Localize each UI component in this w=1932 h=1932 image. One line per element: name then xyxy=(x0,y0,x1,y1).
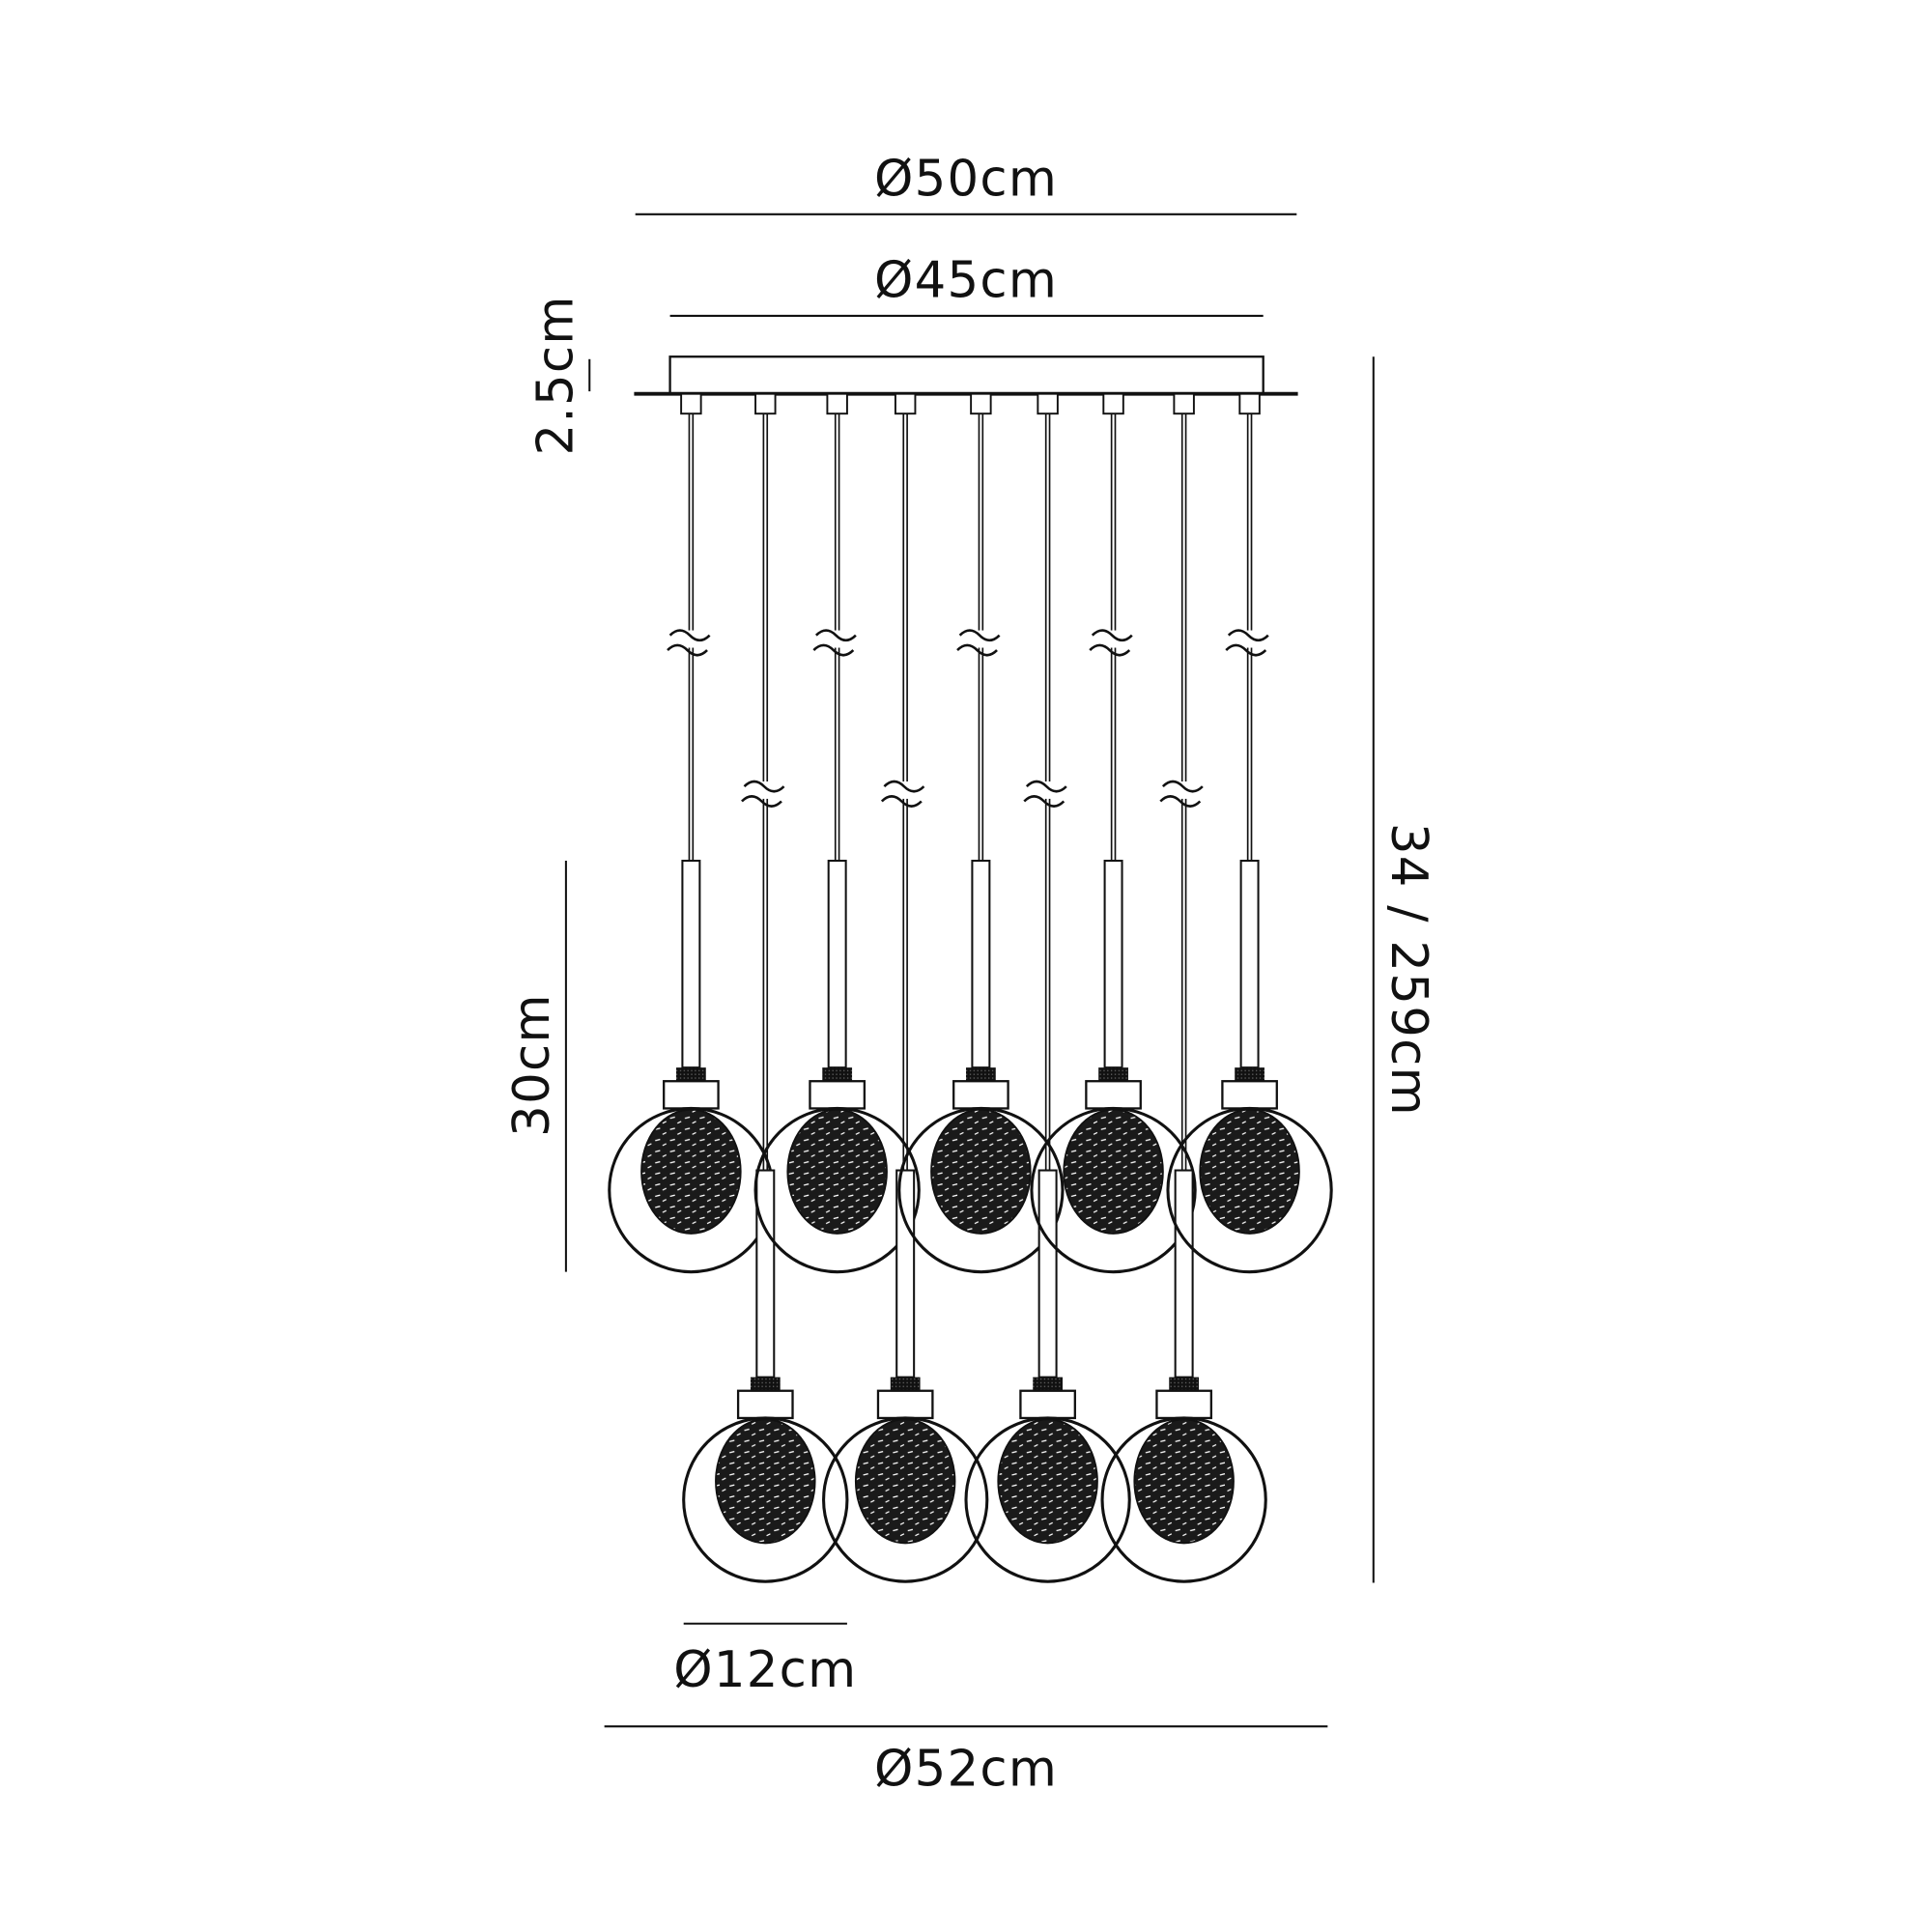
break-mark-icon xyxy=(812,629,857,657)
globe-cap xyxy=(1019,1389,1076,1420)
break-mark-icon xyxy=(741,780,785,808)
glass-globe xyxy=(682,1416,849,1583)
break-gap xyxy=(1230,630,1270,648)
break-mark-icon xyxy=(1089,629,1133,657)
break-gap xyxy=(960,630,1001,648)
dim-pendant-drop: 30cm xyxy=(503,861,567,1272)
pendant xyxy=(753,392,921,1274)
break-mark-icon xyxy=(1225,629,1269,657)
knurled-ring xyxy=(750,1377,781,1391)
break-mark-icon xyxy=(956,629,1001,657)
textured-inner-shade xyxy=(997,1418,1098,1545)
break-gap xyxy=(670,630,711,648)
glass-globe xyxy=(897,1106,1065,1274)
textured-inner-shade xyxy=(854,1418,956,1545)
glass-globe xyxy=(1030,1106,1197,1274)
knurled-ring xyxy=(966,1067,996,1082)
dim-canopy-height: 2.5cm xyxy=(526,295,591,456)
stem-tube xyxy=(1239,860,1260,1069)
break-mark-icon xyxy=(880,780,925,808)
knurled-ring xyxy=(1169,1377,1200,1391)
break-gap xyxy=(745,781,785,799)
pendant xyxy=(1166,392,1333,1274)
pendant xyxy=(822,392,989,1583)
glass-globe xyxy=(753,1106,921,1274)
dim-globe-diameter: Ø12cm xyxy=(673,1622,857,1699)
globe-cap xyxy=(809,1080,867,1110)
stem-tube xyxy=(1037,1169,1058,1378)
textured-inner-shade xyxy=(786,1108,888,1235)
pendant xyxy=(1030,392,1197,1274)
knurled-ring xyxy=(890,1377,921,1391)
knurled-ring xyxy=(676,1067,706,1082)
globe-cap xyxy=(1085,1080,1142,1110)
dim-outer-canopy: Ø50cm xyxy=(635,151,1297,215)
glass-globe xyxy=(1100,1416,1267,1583)
break-gap xyxy=(885,781,925,799)
stem-tube xyxy=(827,860,847,1069)
dim-label-globe-diameter: Ø12cm xyxy=(673,1641,857,1699)
break-gap xyxy=(1094,630,1134,648)
ceiling-connector xyxy=(1238,392,1261,415)
stem-tube xyxy=(681,860,701,1069)
stem-tube xyxy=(1103,860,1123,1069)
textured-inner-shade xyxy=(1063,1108,1164,1235)
dim-label-pendant-drop: 30cm xyxy=(503,993,561,1137)
pendant xyxy=(1100,392,1267,1583)
break-mark-icon xyxy=(1023,780,1067,808)
glass-globe xyxy=(1166,1106,1333,1274)
globe-cap xyxy=(663,1080,720,1110)
dim-label-overall-height: 34 / 259cm xyxy=(1379,823,1437,1117)
ceiling-connector xyxy=(754,392,777,415)
canopy-plate xyxy=(668,355,1264,395)
dim-label-overall-width: Ø52cm xyxy=(874,1741,1058,1799)
ceiling-connector xyxy=(1102,392,1124,415)
pendant xyxy=(897,392,1065,1274)
globe-cap xyxy=(1221,1080,1278,1110)
break-gap xyxy=(1164,781,1205,799)
ceiling-connector xyxy=(826,392,848,415)
ceiling-connector xyxy=(1037,392,1059,415)
pendant xyxy=(608,392,775,1274)
knurled-ring xyxy=(1033,1377,1063,1391)
stem-tube xyxy=(1174,1169,1194,1378)
glass-globe xyxy=(964,1416,1131,1583)
ceiling-connector xyxy=(970,392,992,415)
break-mark-icon xyxy=(667,629,711,657)
glass-globe xyxy=(822,1416,989,1583)
dim-label-canopy-plate: Ø45cm xyxy=(874,252,1058,310)
ceiling-connector xyxy=(680,392,702,415)
dim-overall-width: Ø52cm xyxy=(604,1725,1328,1799)
dim-overall-height: 34 / 259cm xyxy=(1372,356,1437,1583)
textured-inner-shade xyxy=(930,1108,1032,1235)
stem-tube xyxy=(755,1169,776,1378)
dim-canopy-plate: Ø45cm xyxy=(669,252,1264,317)
pendant xyxy=(964,392,1131,1583)
break-mark-icon xyxy=(1159,780,1204,808)
break-gap xyxy=(817,630,858,648)
textured-inner-shade xyxy=(715,1418,816,1545)
textured-inner-shade xyxy=(1199,1108,1300,1235)
globe-cap xyxy=(876,1389,934,1420)
knurled-ring xyxy=(1098,1067,1128,1082)
break-gap xyxy=(1028,781,1068,799)
textured-inner-shade xyxy=(640,1108,742,1235)
dim-label-canopy-height: 2.5cm xyxy=(526,295,584,455)
pendants xyxy=(608,392,1333,1583)
globe-cap xyxy=(1155,1389,1212,1420)
pendant xyxy=(682,392,849,1583)
dim-label-outer-canopy: Ø50cm xyxy=(874,151,1058,209)
globe-cap xyxy=(952,1080,1009,1110)
stem-tube xyxy=(971,860,991,1069)
textured-inner-shade xyxy=(1133,1418,1235,1545)
knurled-ring xyxy=(1235,1067,1264,1082)
globe-cap xyxy=(736,1389,794,1420)
ceiling-connector xyxy=(1173,392,1195,415)
ceiling-connector xyxy=(894,392,917,415)
knurled-ring xyxy=(822,1067,853,1082)
